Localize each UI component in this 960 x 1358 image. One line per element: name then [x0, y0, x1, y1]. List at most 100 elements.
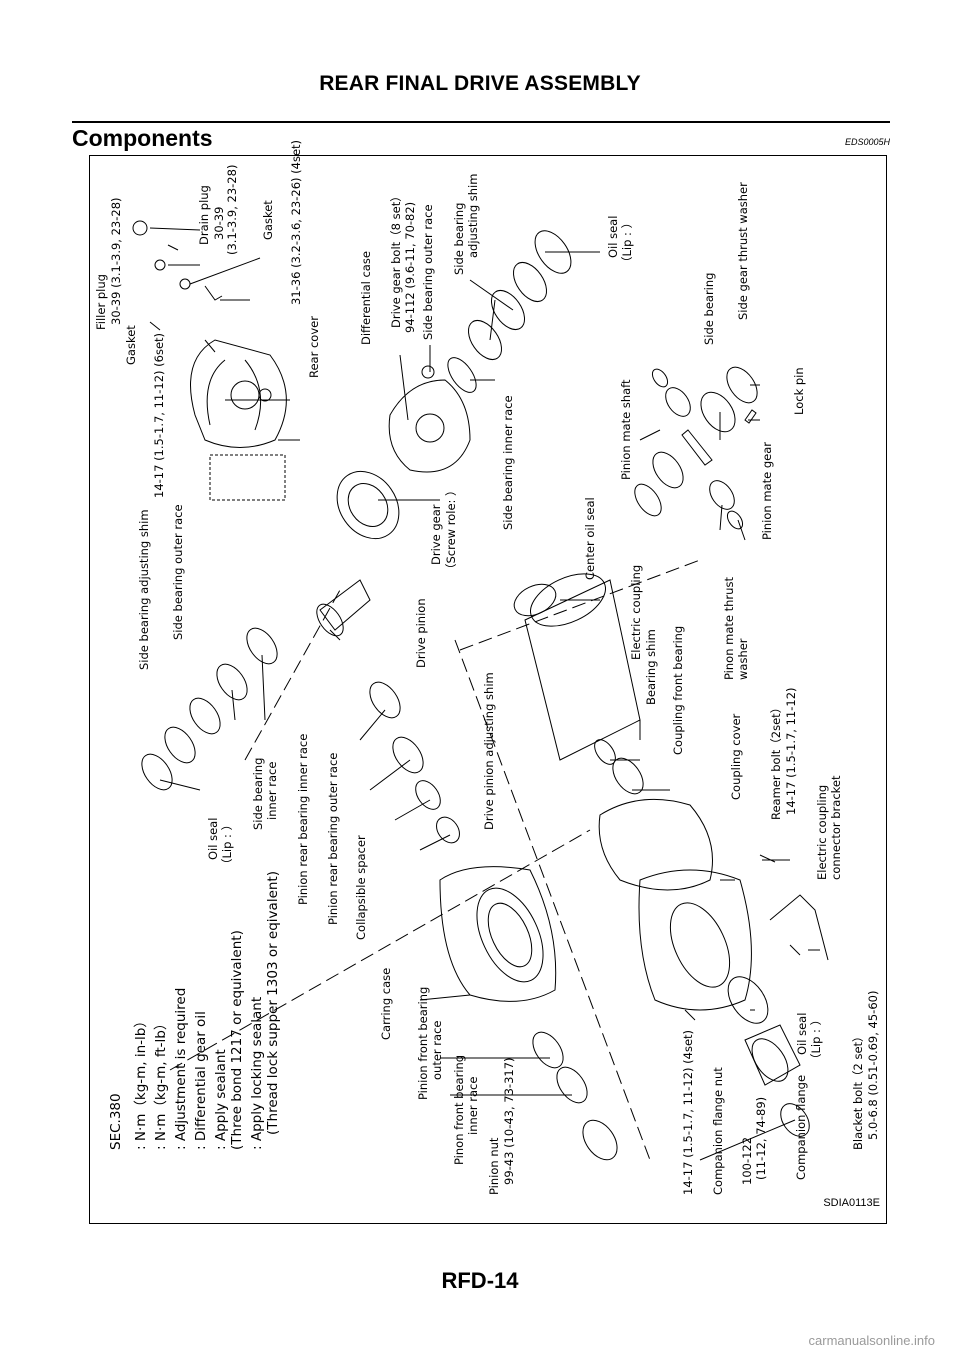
- svg-text:14-17 (1.5-1.7, 11-12) (4set): 14-17 (1.5-1.7, 11-12) (4set): [681, 1030, 695, 1195]
- svg-text:outer race: outer race: [430, 1021, 444, 1080]
- label-sb-adj-shim-2: adjusting shim: [466, 174, 480, 258]
- svg-text:Pinion front bearing: Pinion front bearing: [416, 987, 430, 1100]
- svg-text:Drive gear: Drive gear: [429, 504, 443, 565]
- label-bolt-6set: 14-17 (1.5-1.7, 11-12) (6set): [152, 333, 166, 498]
- label-filler-plug: Filler plug: [94, 274, 108, 330]
- label-sb-inner-left-2: inner race: [265, 762, 279, 820]
- header-rule: [72, 121, 890, 123]
- label-blacket-torque: 5.0-6.8 (0.51-0.69, 45-60): [866, 991, 880, 1140]
- svg-text:94-112 (9.6-11, 70-82): 94-112 (9.6-11, 70-82): [403, 202, 417, 333]
- label-sb-outer-left: Side bearing outer race: [171, 504, 185, 640]
- label-prb-outer: Pinion rear bearing outer race: [326, 753, 340, 925]
- pinion-mate-shaft-shape: [681, 429, 713, 466]
- pinion-nut-shape: [582, 1119, 618, 1161]
- label-center-oil-seal: Center oil seal: [583, 497, 597, 580]
- section-code: EDS0005H: [844, 137, 890, 147]
- svg-text:Pinion rear bearing inner race: Pinion rear bearing inner race: [296, 734, 310, 905]
- label-sb-adj-shim: Side bearing: [452, 203, 466, 275]
- svg-text:Filler plug: Filler plug: [94, 274, 108, 330]
- svg-text:Side bearing: Side bearing: [702, 273, 716, 345]
- svg-text:Pinion mate shaft: Pinion mate shaft: [619, 379, 633, 480]
- label-dp-adj-shim: Drive pinion adjusting shim: [482, 672, 496, 830]
- label-bolt-4set: 14-17 (1.5-1.7, 11-12) (4set): [681, 1030, 695, 1195]
- label-blacket-bolt: Blacket bolt（2 set）: [851, 1030, 865, 1150]
- svg-text:Oil seal: Oil seal: [606, 216, 620, 258]
- label-side-bearing: Side bearing: [702, 273, 716, 345]
- label-pinion-mate-gear: Pinion mate gear: [760, 442, 774, 540]
- side-gear-shape: [700, 391, 736, 433]
- carring-case-shape: [439, 866, 557, 1002]
- companion-flange-shape: [744, 1024, 801, 1086]
- svg-text:Drive pinion adjusting shim: Drive pinion adjusting shim: [482, 672, 496, 830]
- page-header: REAR FINAL DRIVE ASSEMBLY: [319, 72, 641, 95]
- label-bearing-shim: Bearing shim: [644, 629, 658, 705]
- label-ec-bracket-2: connector bracket: [829, 775, 843, 880]
- pinion-mate-gear-top: [665, 387, 691, 417]
- label-reamer-torque: 14-17 (1.5-1.7, 11-12): [784, 688, 798, 816]
- differential-case-shape: [388, 379, 471, 473]
- label-carring-case: Carring case: [379, 968, 393, 1040]
- label-ec-bracket: Electric coupling: [815, 785, 829, 880]
- svg-text:Pinion mate gear: Pinion mate gear: [760, 442, 774, 540]
- svg-text:30-39: 30-39: [212, 207, 226, 240]
- svg-text:Pinon mate thrust: Pinon mate thrust: [722, 577, 736, 680]
- svg-text:Coupling cover: Coupling cover: [729, 713, 743, 800]
- label-screw-role: （Screw role: ）: [444, 484, 458, 575]
- label-cf-nut: Companion flange nut: [711, 1067, 725, 1195]
- label-pinion-nut-torque: 99-43 (10-43, 73-317): [502, 1057, 516, 1185]
- sb-shim-left-shape: [189, 697, 221, 735]
- svg-text:Side bearing outer race: Side bearing outer race: [171, 504, 185, 640]
- reamer-bolt-shape: [759, 854, 776, 863]
- label-lip-left: （Lip : ）: [220, 819, 234, 870]
- oil-seal-right-shape: [534, 230, 572, 274]
- svg-text:Companion flange nut: Companion flange nut: [711, 1067, 725, 1195]
- sb-inner-left-shape: [246, 627, 278, 665]
- label-pfb-inner-2: inner race: [466, 1077, 480, 1135]
- svg-text:30-39 (3.1-3.9, 23-28): 30-39 (3.1-3.9, 23-28): [109, 198, 123, 326]
- svg-text:Pinion nut: Pinion nut: [487, 1137, 501, 1195]
- sb-shim-right-shape: [490, 289, 526, 331]
- drain-plug-shape: [167, 244, 223, 301]
- svg-text:Drive gear bolt（8 set）: Drive gear bolt（8 set）: [389, 190, 403, 328]
- lock-pin-shape: [744, 409, 757, 424]
- svg-text:Side bearing: Side bearing: [251, 758, 265, 830]
- label-coupling-cover: Coupling cover: [729, 713, 743, 800]
- label-sb-inner-race: Side bearing inner race: [501, 395, 515, 530]
- rear-cover-bolt-shape: [149, 321, 216, 353]
- pm-washer-top: [651, 368, 669, 388]
- label-prb-inner: Pinion rear bearing inner race: [296, 734, 310, 905]
- label-sb-adj-shim-left: Side bearing adjusting shim: [137, 509, 151, 670]
- figure-reference: SDIA0113E: [823, 1197, 880, 1209]
- label-drain-plug: Drain plug: [197, 185, 211, 245]
- label-sg-thrust-washer: Side gear thrust washer: [736, 182, 750, 320]
- svg-text:14-17 (1.5-1.7, 11-12) (6set): 14-17 (1.5-1.7, 11-12) (6set): [152, 333, 166, 498]
- label-drive-gear: Drive gear: [429, 504, 443, 565]
- side-bearing-inner-right-shape: [447, 357, 477, 393]
- cf-bolt-shape: [684, 1009, 696, 1021]
- label-oil-seal-left: Oil seal: [206, 818, 220, 860]
- page-number: RFD-14: [441, 1268, 519, 1293]
- watermark: carmanualsonline.info: [808, 1333, 935, 1348]
- svg-text:Gasket: Gasket: [261, 200, 275, 240]
- label-cf-nut-torque-2: (11-12, 74-89): [754, 1097, 768, 1180]
- figure-frame: [89, 155, 887, 1224]
- legend-locking-note: (Thread lock supper 1303 or eqivalent): [265, 871, 281, 1135]
- svg-text:Pinon front bearing: Pinon front bearing: [452, 1055, 466, 1165]
- svg-text:Electric coupling: Electric coupling: [815, 785, 829, 880]
- pinion-mate-gear-bottom: [709, 480, 735, 510]
- svg-text:100-122: 100-122: [740, 1137, 754, 1185]
- label-pfb-inner: Pinon front bearing: [452, 1055, 466, 1165]
- label-drain-torque-2: (3.1-3.9, 23-28): [225, 165, 239, 255]
- legend-oil: : Differential gear oil: [193, 1011, 209, 1150]
- pm-washer-bottom: [726, 510, 744, 530]
- svg-text:（Lip : ）: （Lip : ）: [220, 819, 234, 870]
- svg-text:(11-12, 74-89): (11-12, 74-89): [754, 1097, 768, 1180]
- label-bolt-4set-rc: 31-36 (3.2-3.6, 23-26) (4set): [289, 140, 303, 305]
- svg-text:Differential case: Differential case: [359, 251, 373, 345]
- legend-nm-ftlb: : N·m（kg-m, ft-lb）: [153, 1017, 169, 1150]
- svg-text:（Screw role: ）: （Screw role: ）: [444, 484, 458, 575]
- svg-text:（Lip : ）: （Lip : ）: [620, 217, 634, 268]
- legend-nm-inlb: : N·m（kg-m, in-lb）: [133, 1014, 149, 1150]
- svg-text:Bearing shim: Bearing shim: [644, 629, 658, 705]
- label-drain-torque-1: 30-39: [212, 207, 226, 240]
